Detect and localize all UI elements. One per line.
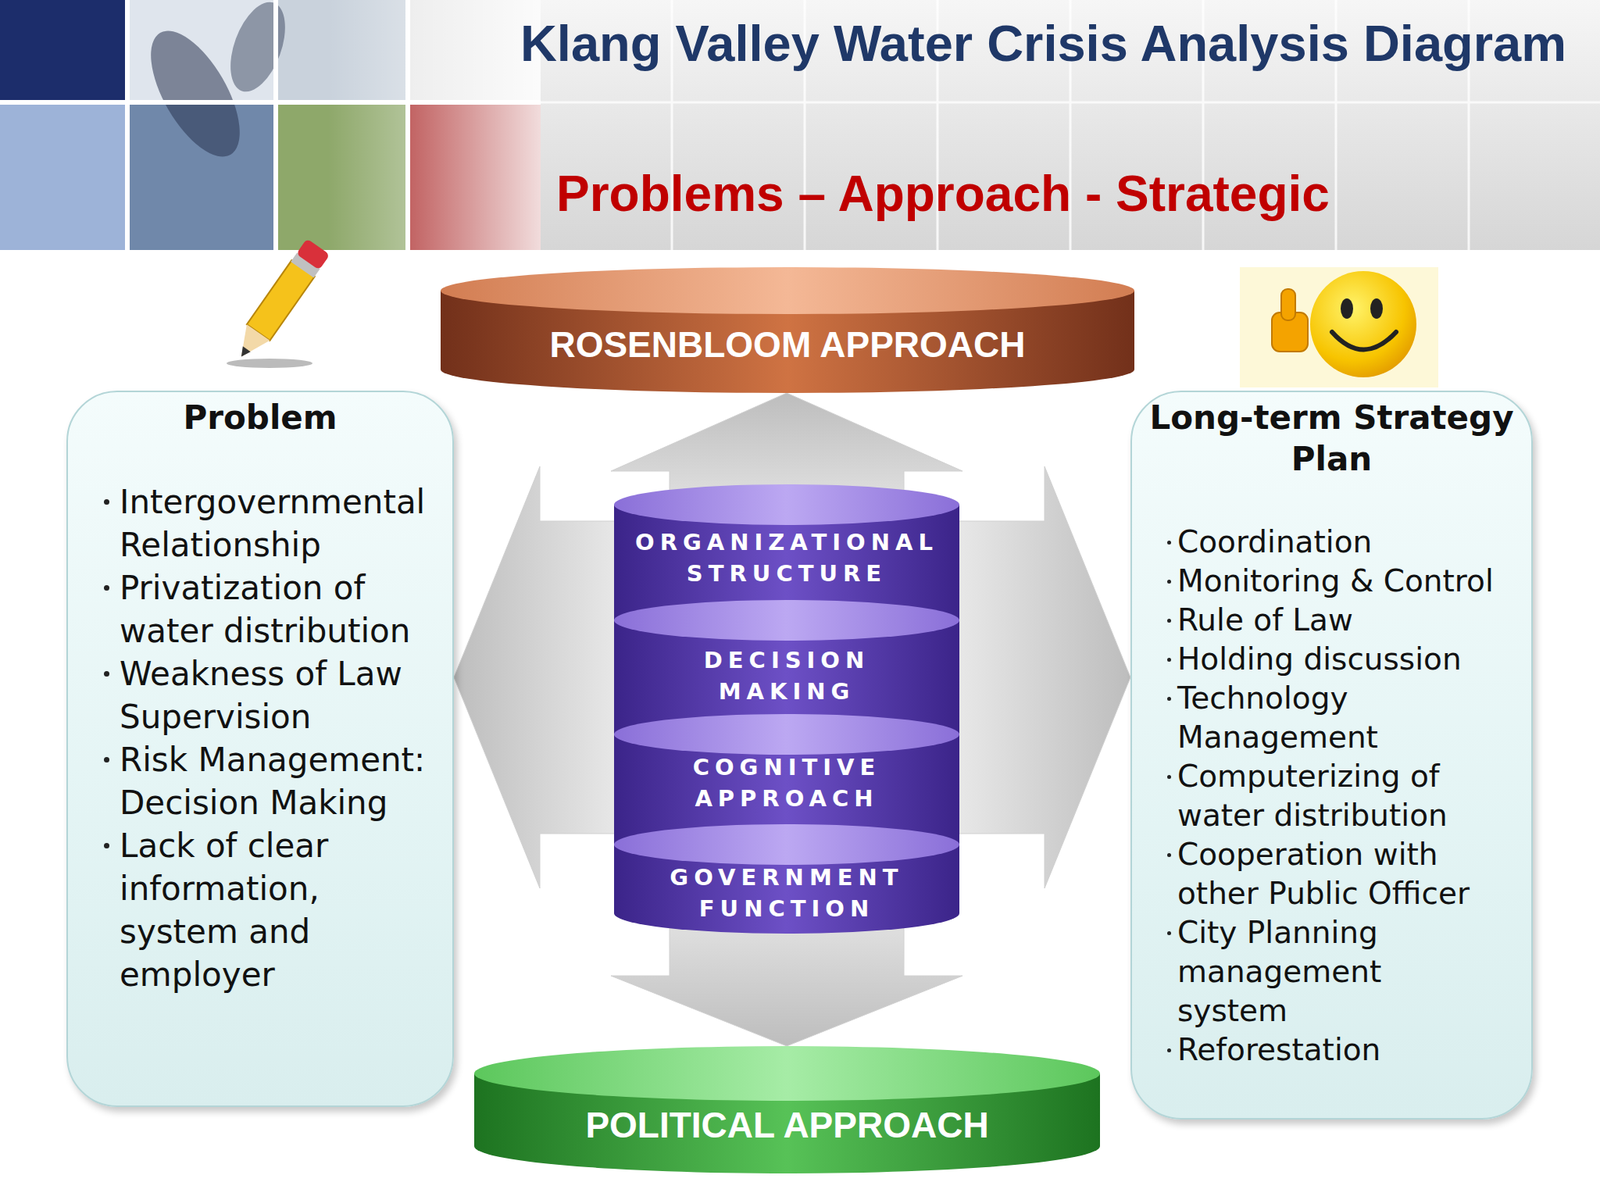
bullet-item: Lack of clear information, system and em… [119, 824, 443, 997]
subtitle: Problems – Approach - Strategic [556, 164, 1572, 224]
cylinder-label: POLITICAL APPROACH [585, 1103, 989, 1147]
smiley-icon [1239, 267, 1439, 388]
collage-tile [0, 0, 128, 103]
bullet-item: Privatization of water distribution [119, 566, 443, 653]
cylinder-label: ORGANIZATIONAL STRUCTURE [635, 526, 939, 590]
bullet-item: Intergovernmental Relationship [119, 480, 443, 567]
cylinder-top [614, 714, 960, 755]
approach-disc: ROSENBLOOM APPROACH [440, 267, 1135, 393]
collage-tile [0, 102, 128, 250]
smiley-mouth [1332, 332, 1397, 350]
text-holder: POLITICAL APPROACH [474, 1078, 1100, 1172]
pencil-icon [226, 238, 330, 368]
cylinder-label: GOVERNMENT FUNCTION [669, 861, 904, 925]
bullet-item: Risk Management: Decision Making [119, 738, 443, 825]
grid-line [273, 0, 279, 250]
cylinder-label: COGNITIVE APPROACH [692, 751, 882, 815]
bullet-item: Reforestation [1177, 1030, 1498, 1070]
text-holder: ROSENBLOOM APPROACH [440, 297, 1135, 392]
cylinder-top [614, 600, 960, 641]
cylinder-label: DECISION MAKING [703, 644, 871, 708]
cylinder-top [440, 267, 1135, 315]
pencil-body [246, 260, 315, 341]
panel-heading: Problem [67, 398, 453, 438]
pencil-eraser [296, 238, 330, 270]
collage-fade [328, 0, 541, 250]
bullet-item: Monitoring & Control [1177, 561, 1498, 601]
bullet-item: Rule of Law [1177, 600, 1498, 640]
smiley-eye [1340, 298, 1354, 319]
diagram-title: Klang Valley Water Crisis Analysis Diagr… [519, 6, 1567, 81]
text-panel: ProblemIntergovernmental RelationshipPri… [66, 390, 454, 1108]
pencil-lead [237, 346, 251, 360]
bullet-item: Cooperation with other Public Officer [1177, 835, 1498, 914]
grid-line [540, 101, 1600, 104]
text-holder: GOVERNMENT FUNCTION [614, 846, 960, 940]
text-holder: DECISION MAKING [614, 628, 960, 723]
text-panel: Long-term Strategy PlanCoordinationMonit… [1130, 390, 1533, 1120]
text-holder: ORGANIZATIONAL STRUCTURE [614, 510, 960, 605]
figure-silhouette [219, 0, 296, 100]
panel-heading: Long-term Strategy Plan [1132, 396, 1532, 480]
pencil-tip [229, 324, 270, 365]
bullet-item: Weakness of Law Supervision [119, 652, 443, 739]
text-holder: COGNITIVE APPROACH [614, 735, 960, 830]
approach-disc: POLITICAL APPROACH [474, 1046, 1100, 1174]
cylinder-top [614, 484, 960, 525]
cylinder-top [474, 1046, 1100, 1101]
cylinder-top [614, 824, 960, 865]
bullet-item: City Planning management system [1177, 913, 1498, 1031]
icon-background [1239, 267, 1439, 388]
bullet-item: Coordination [1177, 522, 1498, 562]
grid-line [125, 0, 130, 250]
thumb-up [1281, 289, 1296, 321]
bullet-item: Computerizing of water distribution [1177, 757, 1498, 836]
cylinder-body [614, 734, 960, 865]
collage-grid [0, 0, 541, 250]
bullet-item: Holding discussion [1177, 639, 1498, 679]
cylinder-body [614, 504, 960, 641]
header-collage [0, 0, 541, 250]
smiley-eye [1370, 298, 1383, 319]
icon-shadow [226, 358, 313, 368]
smiley-face [1310, 271, 1417, 378]
bullet-item: Technology Management [1177, 678, 1498, 758]
cylinder-label: ROSENBLOOM APPROACH [549, 323, 1025, 366]
stack-cylinder: GOVERNMENT FUNCTION [614, 824, 960, 934]
